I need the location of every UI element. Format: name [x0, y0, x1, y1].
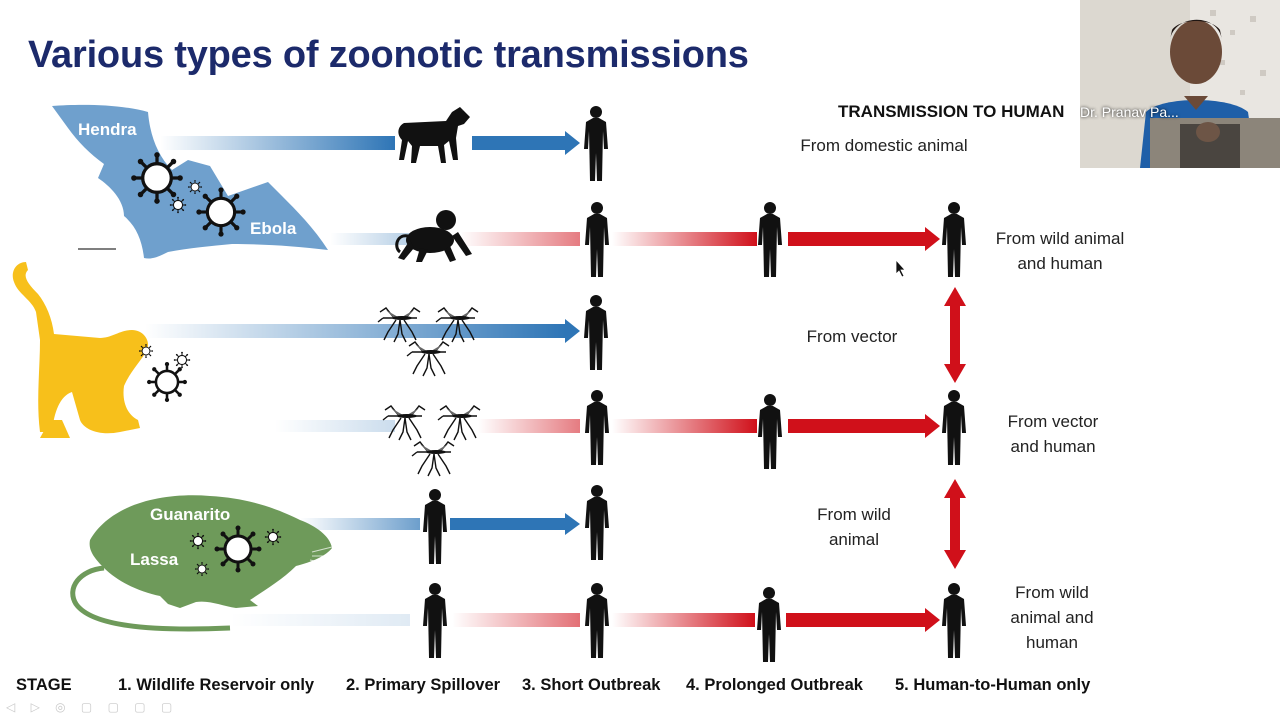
human-silhouette-icon: [942, 390, 966, 465]
row-wild-animal-and-human-2: [230, 583, 966, 662]
description-wild-animal: From wild animal: [802, 502, 906, 552]
transmission-header: TRANSMISSION TO HUMAN: [838, 102, 1064, 122]
description-domestic-animal: From domestic animal: [784, 133, 984, 158]
row-vector-and-human: [275, 390, 966, 476]
virus-icon: [190, 533, 206, 549]
virus-icon: [170, 197, 186, 213]
row-vector: [145, 295, 608, 376]
stage-label-4: 4. Prolonged Outbreak: [686, 676, 863, 695]
stage-label-2: 2. Primary Spillover: [346, 676, 500, 695]
virus-icon: [215, 526, 262, 573]
presenter-name: Dr. Pranav Pa...: [1080, 104, 1179, 120]
human-silhouette-icon: [585, 583, 609, 658]
outbreak-arrow: [788, 227, 940, 251]
stage-label-3: 3. Short Outbreak: [522, 676, 660, 695]
virus-icon: [188, 180, 202, 194]
description-vector-and-human: From vector and human: [993, 409, 1113, 459]
double-arrow-icon: [944, 287, 966, 383]
human-silhouette-icon: [942, 583, 966, 658]
human-silhouette-icon: [584, 106, 608, 181]
human-silhouette-icon: [585, 390, 609, 465]
human-silhouette-icon: [758, 202, 782, 277]
virus-icon: [195, 562, 209, 576]
stage-heading: STAGE: [16, 676, 72, 695]
mosquito-icon: [407, 342, 449, 376]
outbreak-arrow: [788, 414, 940, 438]
double-arrow-icon: [944, 479, 966, 569]
human-silhouette-icon: [585, 485, 609, 560]
human-silhouette-icon: [423, 489, 447, 564]
human-silhouette-icon: [423, 583, 447, 658]
stage-label-5: 5. Human-to-Human only: [895, 676, 1090, 695]
mouse-cursor-icon: [896, 260, 905, 277]
mosquito-icon: [438, 406, 480, 440]
human-silhouette-icon: [942, 202, 966, 277]
outbreak-arrow: [786, 608, 940, 632]
player-controls[interactable]: ◁ ▷ ◎ ▢ ▢ ▢ ▢: [6, 700, 178, 714]
mosquito-icon: [412, 442, 454, 476]
row-wild-animal-and-human: [330, 202, 966, 277]
virus-icon: [265, 529, 281, 545]
spillover-arrow: [472, 131, 580, 155]
human-silhouette-icon: [585, 202, 609, 277]
virus-icon: [174, 352, 190, 368]
human-silhouette-icon: [584, 295, 608, 370]
reservoir-label: Hendra: [78, 120, 137, 140]
virus-icon: [196, 187, 245, 236]
horse-icon: [398, 107, 470, 163]
virus-icon: [147, 362, 187, 402]
human-silhouette-icon: [758, 394, 782, 469]
description-wild-animal-and-human-2: From wild animal and human: [998, 580, 1106, 655]
human-silhouette-icon: [757, 587, 781, 662]
virus-icon: [131, 152, 183, 204]
row-domestic-animal: [160, 106, 608, 181]
monkey-illustration: [13, 262, 190, 438]
presenter-video-frame: [1080, 0, 1280, 168]
spillover-arrow: [450, 513, 580, 535]
description-wild-animal-and-human: From wild animal and human: [980, 226, 1140, 276]
row-wild-animal: [300, 485, 609, 564]
reservoir-label: Lassa: [130, 550, 178, 570]
description-vector: From vector: [792, 324, 912, 349]
reservoir-label: Guanarito: [150, 505, 230, 525]
presenter-video-tile[interactable]: Dr. Pranav Pa...: [1080, 0, 1280, 168]
virus-icon: [139, 344, 153, 358]
reservoir-label: Ebola: [250, 219, 296, 239]
stage-label-1: 1. Wildlife Reservoir only: [118, 676, 314, 695]
